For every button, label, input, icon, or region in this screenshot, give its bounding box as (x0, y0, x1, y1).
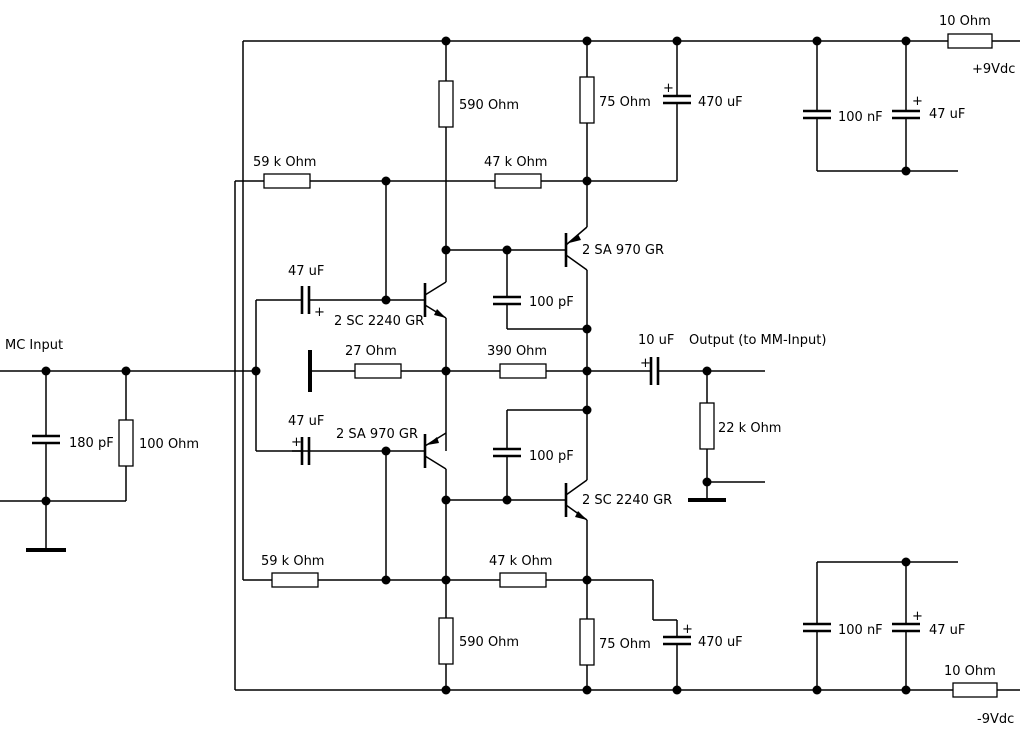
label-c-dec-bottom: 100 nF (838, 623, 883, 638)
decoupling-top (803, 41, 958, 172)
plus-c10u: + (640, 356, 651, 371)
plus-c-elec-top: + (912, 94, 923, 109)
label-c47u-input-bottom: 47 uF (288, 414, 324, 429)
resistor-22k-ohm (699, 402, 715, 450)
label-r75-top: 75 Ohm (599, 95, 651, 110)
capacitor-470uf-bottom (587, 579, 691, 690)
label-c47u-input-top: 47 uF (288, 264, 324, 279)
plus-c47u-input-bottom: + (291, 435, 302, 450)
label-r47k-top: 47 k Ohm (484, 155, 547, 170)
label-r59k-bottom: 59 k Ohm (261, 554, 324, 569)
label-q-npn-top: 2 SC 2240 GR (334, 314, 424, 329)
plus-c470-bottom: + (682, 622, 693, 637)
label-vpos: +9Vdc (972, 62, 1015, 77)
label-q-pnp-left: 2 SA 970 GR (336, 427, 418, 442)
label-output: Output (to MM-Input) (689, 333, 826, 348)
label-c470-top: 470 uF (698, 95, 743, 110)
junction-dots (41, 36, 911, 695)
transistor-pnp-left (292, 432, 447, 486)
resistor-47k-top (494, 173, 542, 189)
label-c180p: 180 pF (69, 436, 114, 451)
capacitor-10uf-output (649, 357, 660, 385)
resistor-590-top (438, 80, 454, 128)
decoupling-bottom (803, 561, 958, 690)
resistor-27-ohm (354, 363, 402, 379)
label-c10u: 10 uF (638, 333, 674, 348)
label-r590-top: 590 Ohm (459, 98, 519, 113)
label-r22k: 22 k Ohm (718, 421, 781, 436)
label-r-supply-bottom: 10 Ohm (944, 664, 996, 679)
label-c-elec-top: 47 uF (929, 107, 965, 122)
capacitor-100pf-bottom (493, 409, 587, 500)
label-c-dec-top: 100 nF (838, 110, 883, 125)
label-r590-bottom: 590 Ohm (459, 635, 519, 650)
label-c470-bottom: 470 uF (698, 635, 743, 650)
label-r-supply-top: 10 Ohm (939, 14, 991, 29)
transistor-npn-right (446, 371, 588, 521)
capacitor-180pf (32, 371, 60, 550)
resistor-59k-bottom (271, 572, 319, 588)
label-c100p-top: 100 pF (529, 295, 574, 310)
label-q-pnp-right: 2 SA 970 GR (582, 243, 664, 258)
negative-rail (235, 682, 1020, 698)
capacitor-47uf-input-top (256, 286, 386, 314)
label-mc-input: MC Input (5, 338, 63, 353)
transistor-npn-top (386, 281, 447, 451)
resistor-590-bottom (438, 617, 454, 665)
plus-c-elec-bottom: + (912, 609, 923, 624)
plus-c47u-input-top: + (314, 305, 325, 320)
resistor-10-ohm-bottom (952, 682, 998, 698)
label-r390: 390 Ohm (487, 344, 547, 359)
resistor-75-top (579, 76, 595, 124)
plus-c470-top: + (663, 81, 674, 96)
positive-rail (243, 33, 1020, 49)
label-r59k-top: 59 k Ohm (253, 155, 316, 170)
capacitor-100pf-top (493, 250, 587, 330)
resistor-390-ohm (499, 363, 547, 379)
label-r75-bottom: 75 Ohm (599, 637, 651, 652)
resistor-59k-top (263, 173, 311, 189)
label-vneg: -9Vdc (977, 712, 1014, 727)
label-q-npn-right: 2 SC 2240 GR (582, 493, 672, 508)
label-c-elec-bottom: 47 uF (929, 623, 965, 638)
capacitor-47uf-input-bottom (256, 437, 311, 465)
label-r47k-bottom: 47 k Ohm (489, 554, 552, 569)
capacitor-470uf-top (663, 41, 691, 181)
resistor-100-ohm (118, 419, 134, 467)
resistor-75-bottom (579, 618, 595, 666)
label-r27: 27 Ohm (345, 344, 397, 359)
resistor-47k-bottom (499, 572, 547, 588)
label-r100: 100 Ohm (139, 437, 199, 452)
resistor-10-ohm-top (947, 33, 993, 49)
label-c100p-bottom: 100 pF (529, 449, 574, 464)
